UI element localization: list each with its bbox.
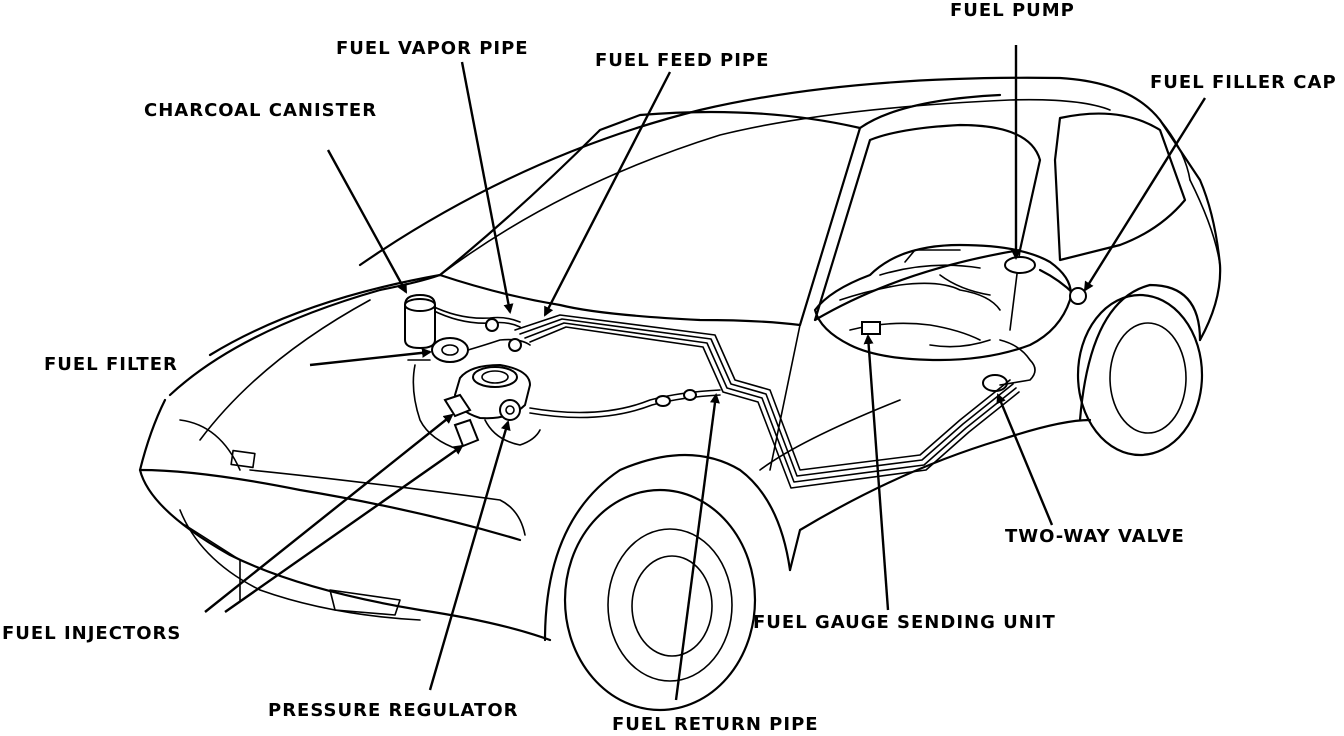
leader-pressure-regulator xyxy=(428,420,511,691)
label-fuel-injectors: FUEL INJECTORS xyxy=(2,623,182,644)
label-fuel-return-pipe: FUEL RETURN PIPE xyxy=(612,714,819,735)
engine-components xyxy=(404,293,541,451)
label-fuel-filler-cap: FUEL FILLER CAP xyxy=(1150,72,1337,93)
leader-fuel-return-pipe xyxy=(674,393,720,701)
leader-charcoal-canister xyxy=(326,149,408,294)
fuel-lines xyxy=(429,304,1020,489)
leader-lines xyxy=(204,45,1207,701)
leader-fuel-vapor-pipe xyxy=(460,61,514,314)
leader-fuel-injectors-2 xyxy=(224,444,464,613)
leader-two-way-valve xyxy=(996,393,1054,526)
label-fuel-feed-pipe: FUEL FEED PIPE xyxy=(595,50,770,71)
leader-fuel-filter xyxy=(309,347,432,367)
label-pressure-regulator: PRESSURE REGULATOR xyxy=(268,700,519,721)
label-fuel-gauge-sending-unit: FUEL GAUGE SENDING UNIT xyxy=(753,612,1056,633)
label-two-way-valve: TWO-WAY VALVE xyxy=(1005,526,1185,547)
car-body xyxy=(138,76,1222,712)
label-fuel-vapor-pipe: FUEL VAPOR PIPE xyxy=(336,38,529,59)
label-fuel-pump: FUEL PUMP xyxy=(950,0,1075,21)
leader-fuel-gauge-sending-unit xyxy=(863,334,890,611)
label-fuel-filter: FUEL FILTER xyxy=(44,354,178,375)
leader-fuel-injectors-1 xyxy=(204,413,454,613)
leader-fuel-feed-pipe xyxy=(543,71,672,317)
label-charcoal-canister: CHARCOAL CANISTER xyxy=(144,100,378,121)
leader-fuel-filler-cap xyxy=(1083,97,1207,292)
fuel-tank xyxy=(813,243,1087,392)
